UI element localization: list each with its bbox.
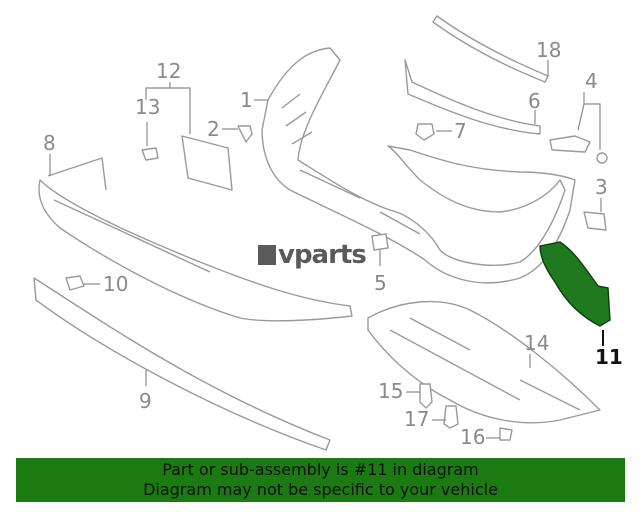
part-10-clip	[65, 275, 85, 291]
part-4-bracket	[549, 135, 591, 153]
label-1: 1	[240, 88, 253, 112]
logo-text: vparts	[278, 240, 367, 270]
logo-mark-icon	[258, 245, 276, 265]
part-11-highlighted	[539, 241, 611, 327]
label-16: 16	[460, 425, 485, 449]
label-13: 13	[135, 95, 160, 119]
part-4-clip	[596, 152, 608, 164]
label-2: 2	[207, 117, 220, 141]
part-2-clip	[237, 125, 253, 143]
label-4: 4	[585, 69, 598, 93]
info-banner: Part or sub-assembly is #11 in diagram D…	[16, 458, 625, 502]
part-1-bumper-cover	[261, 47, 576, 284]
part-12-license-bracket	[181, 135, 233, 191]
label-11: 11	[595, 345, 623, 369]
label-14: 14	[524, 331, 549, 355]
label-15: 15	[378, 379, 403, 403]
label-8: 8	[43, 131, 56, 155]
part-7-clip	[415, 123, 435, 141]
label-17: 17	[404, 407, 429, 431]
label-9: 9	[139, 389, 152, 413]
label-5: 5	[374, 271, 387, 295]
part-15-fastener	[419, 383, 433, 409]
label-3: 3	[595, 175, 608, 199]
part-17-fastener	[443, 405, 459, 429]
part-8-reinforcement	[38, 179, 353, 322]
part-6-trim	[404, 59, 541, 135]
part-14-undercover	[367, 300, 601, 424]
part-5-bracket	[371, 233, 389, 251]
label-10: 10	[103, 272, 128, 296]
label-18: 18	[536, 38, 561, 62]
label-12: 12	[156, 59, 181, 83]
part-13-bolt	[141, 147, 159, 161]
banner-line-1: Part or sub-assembly is #11 in diagram	[162, 460, 479, 479]
label-6: 6	[528, 89, 541, 113]
part-18-strip	[432, 15, 549, 83]
vparts-logo: vparts	[258, 240, 367, 270]
part-3-piece	[583, 211, 607, 231]
banner-line-2: Diagram may not be specific to your vehi…	[143, 480, 498, 499]
label-7: 7	[454, 119, 467, 143]
part-9-strip	[33, 277, 331, 451]
part-16-fastener	[499, 427, 513, 441]
